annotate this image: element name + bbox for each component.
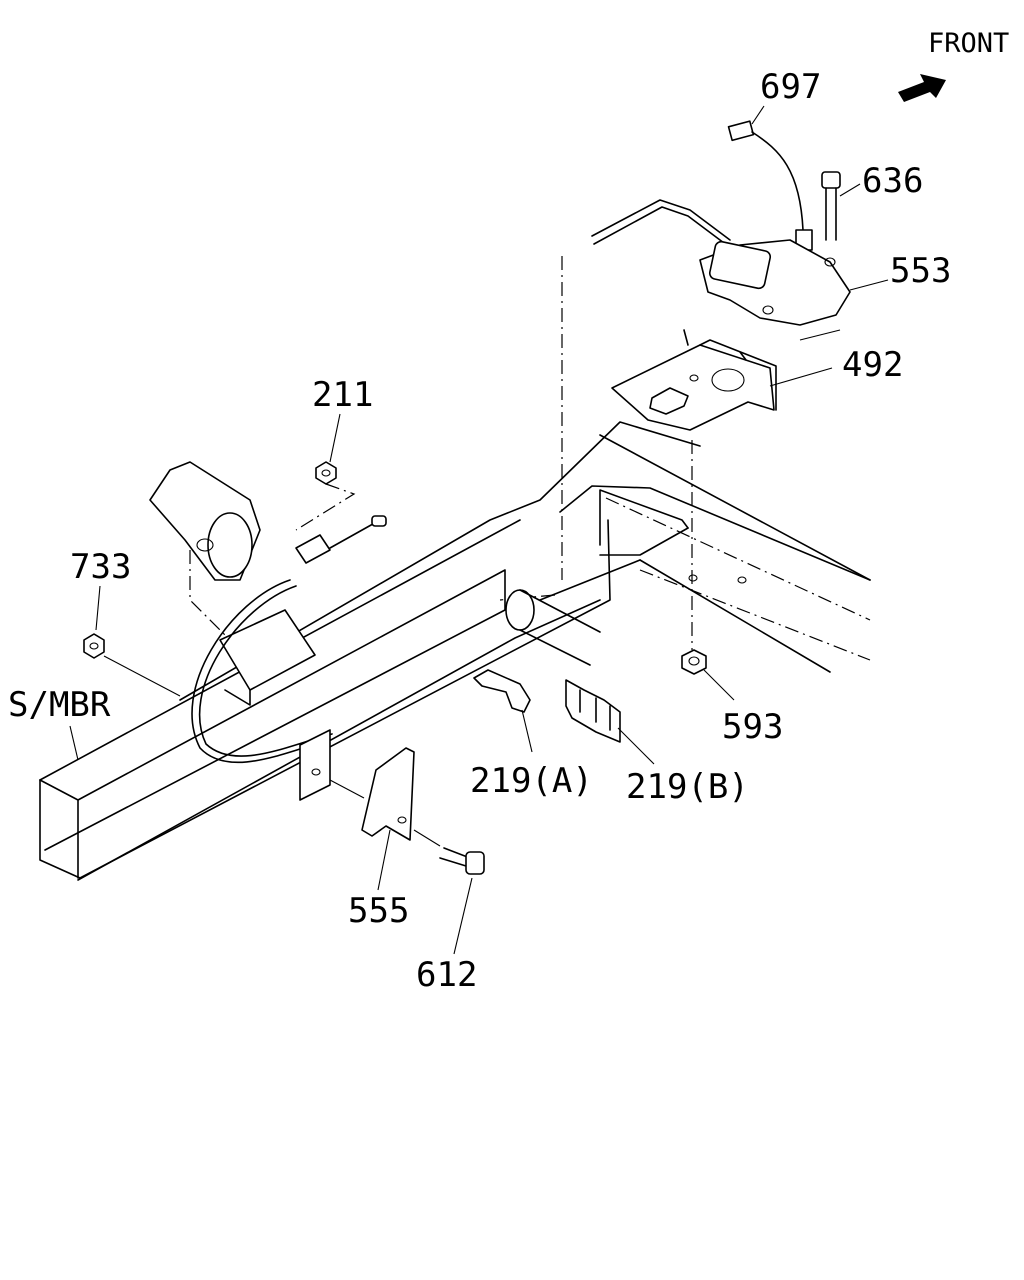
cable-sleeve: [505, 589, 601, 666]
nut-593: [681, 440, 707, 675]
front-arrow-icon: [898, 74, 946, 102]
label-593: 593: [722, 707, 783, 747]
front-label: FRONT: [928, 28, 1009, 59]
nut-211: [315, 461, 337, 485]
clip-219b: [565, 679, 621, 743]
label-612: 612: [416, 955, 477, 995]
bolt-636: [821, 171, 841, 241]
label-492: 492: [842, 345, 903, 385]
label-697: 697: [760, 67, 821, 107]
label-219b: 219(B): [626, 767, 749, 807]
cross-member: [539, 434, 871, 673]
nut-733: [83, 633, 181, 697]
bracket-555: [299, 729, 415, 841]
cable-clip: [295, 483, 387, 564]
side-member-frame: [39, 421, 701, 881]
label-555: 555: [348, 891, 409, 931]
leader-lines: [69, 105, 889, 955]
label-733: 733: [70, 547, 131, 587]
actuator-553: [699, 239, 851, 326]
label-636: 636: [862, 161, 923, 201]
label-s-mbr: S/MBR: [8, 685, 111, 725]
harness-connector: [727, 120, 813, 251]
bolt-612: [413, 829, 485, 875]
label-553: 553: [890, 251, 951, 291]
label-211: 211: [312, 375, 373, 415]
bracket-492: [611, 329, 777, 431]
label-219a: 219(A): [470, 761, 593, 801]
engine-mount: [149, 461, 316, 706]
clip-219a: [473, 669, 531, 713]
